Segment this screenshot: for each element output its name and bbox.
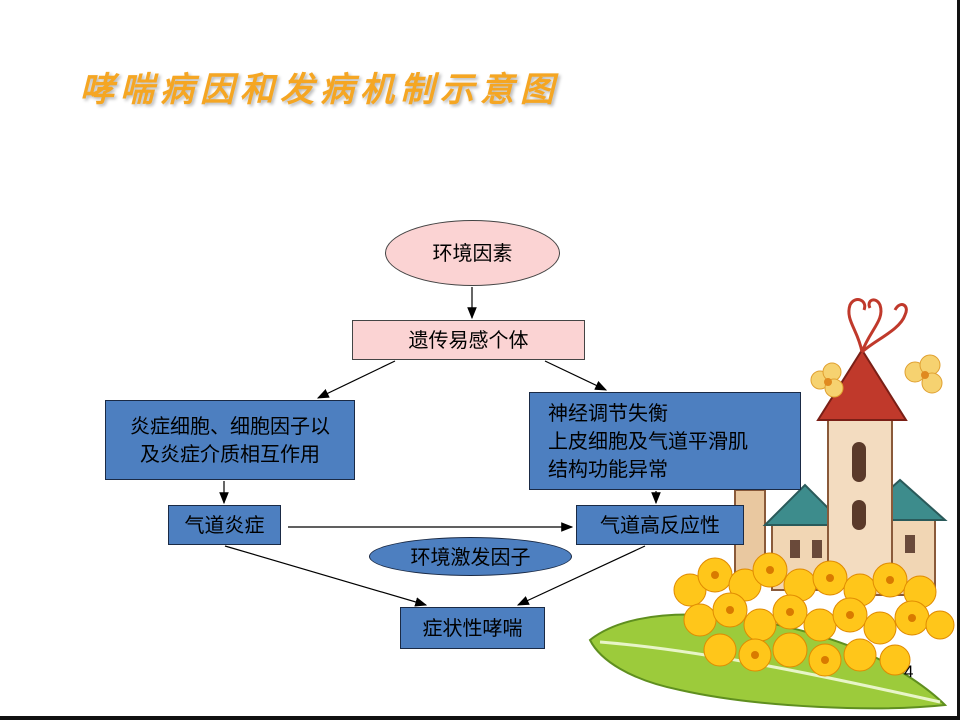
arrow-hyper-to-symptom [516,545,646,606]
inflammatory-interaction-node: 炎症细胞、细胞因子以 及炎症介质相互作用 [105,400,355,480]
arrow-airway-to-symptom [224,545,428,607]
symptomatic-asthma-node: 症状性哮喘 [400,607,545,649]
slide-right-border [957,0,960,720]
inflammatory-interaction-line2: 及炎症介质相互作用 [140,442,320,466]
neural-structural-node: 神经调节失衡 上皮细胞及气道平滑肌 结构功能异常 [529,392,801,490]
airway-inflammation-node: 气道炎症 [168,505,281,545]
neural-structural-line1: 神经调节失衡 [548,401,668,425]
slide-title: 哮喘病因和发病机制示意图 [80,70,560,110]
neural-structural-line2: 上皮细胞及气道平滑肌 [548,429,748,453]
neural-structural-line3: 结构功能异常 [548,457,668,481]
inflammatory-interaction-line1: 炎症细胞、细胞因子以 [130,414,330,438]
susceptible-individual-node: 遗传易感个体 [352,320,585,360]
arrow-susceptible-to-neural [544,360,608,391]
arrow-susceptible-to-inflammation [316,360,396,399]
page-number: 4 [904,662,914,681]
airway-hyperresponsiveness-node: 气道高反应性 [576,505,744,545]
environmental-triggers-node: 环境激发因子 [369,537,572,576]
environment-factors-node: 环境因素 [385,220,560,286]
slide-bottom-border [0,716,960,720]
